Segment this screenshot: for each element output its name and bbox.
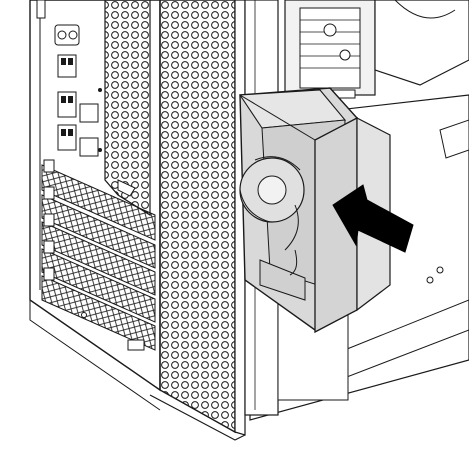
cpu-cooler [285, 0, 469, 98]
